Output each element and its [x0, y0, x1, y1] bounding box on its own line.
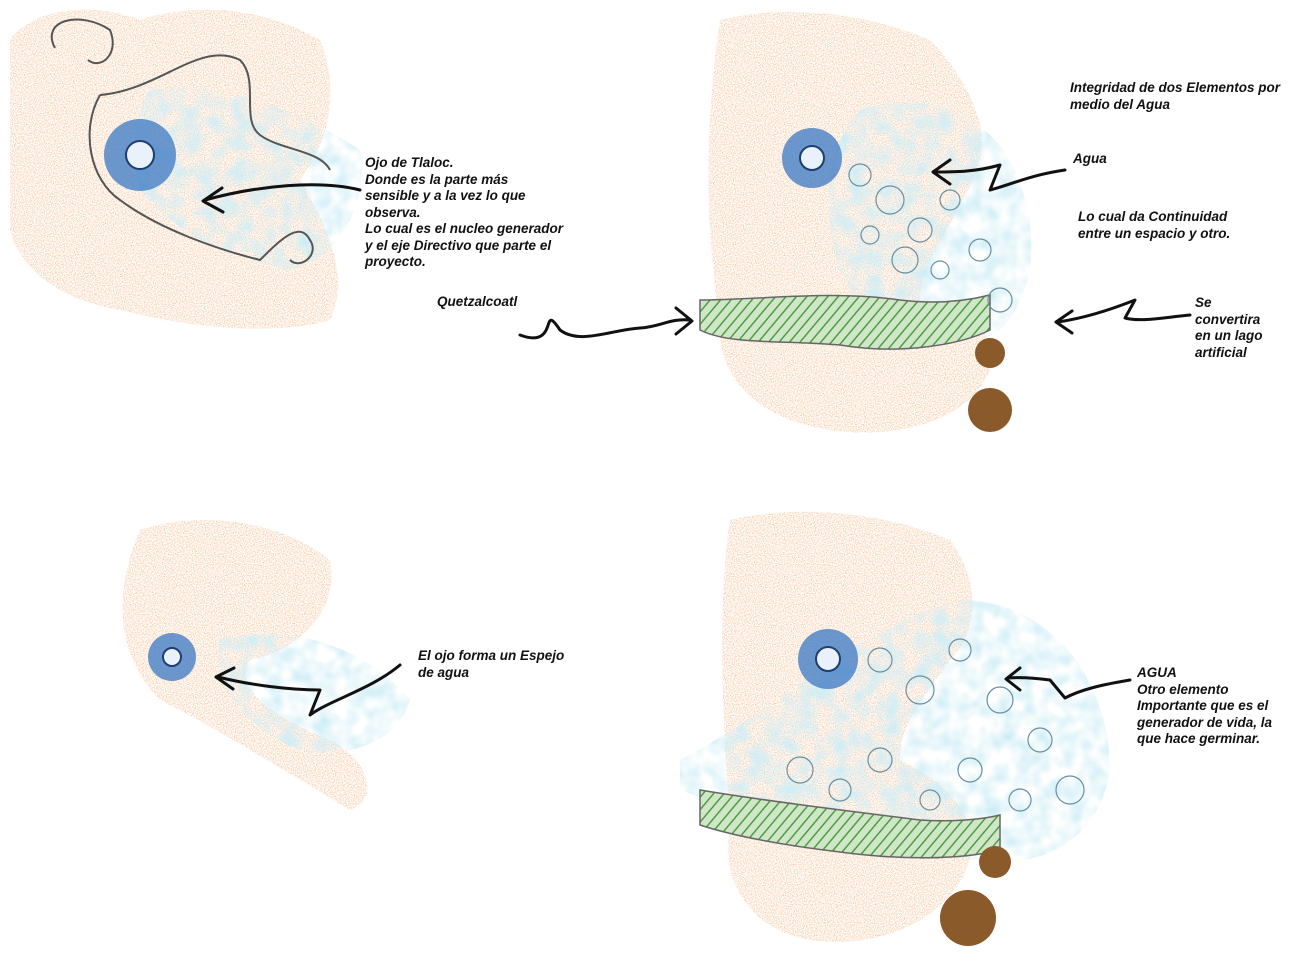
seed-icon [975, 338, 1005, 368]
annotation-line: entre un espacio y otro. [1078, 226, 1230, 243]
annotation-line: medio del Agua [1070, 97, 1280, 114]
annotation-line: convertira [1195, 312, 1263, 329]
annotation-line: AGUA [1137, 665, 1272, 682]
annotation-line: Integridad de dos Elementos por [1070, 80, 1280, 97]
annotation-line: Otro elemento [1137, 682, 1272, 699]
seed-icon [940, 890, 996, 946]
annotation-ojo-tlaloc: Ojo de Tlaloc. Donde es la parte más sen… [365, 155, 563, 271]
sketch-integridad [700, 12, 1031, 433]
annotation-line: Agua [1073, 151, 1107, 168]
annotation-line: y el eje Directivo que parte el [365, 238, 563, 255]
sketch-agua-vida [680, 512, 1110, 946]
annotation-line: de agua [418, 665, 564, 682]
annotation-line: artificial [1195, 345, 1263, 362]
annotation-line: proyecto. [365, 254, 563, 271]
annotation-agua: Agua [1073, 151, 1107, 168]
tlaloc-eye-pupil-icon [126, 141, 154, 169]
annotation-line: Lo cual da Continuidad [1078, 209, 1230, 226]
annotation-line: sensible y a la vez lo que [365, 188, 563, 205]
tlaloc-eye-pupil-icon [800, 146, 824, 170]
arrow-lago [1056, 300, 1190, 333]
annotation-line: que hace germinar. [1137, 731, 1272, 748]
annotation-line: Donde es la parte más [365, 172, 563, 189]
annotation-line: Lo cual es el nucleo generador [365, 221, 563, 238]
annotation-line: observa. [365, 205, 563, 222]
annotation-espejo: El ojo forma un Espejo de agua [418, 648, 564, 681]
annotation-line: en un lago [1195, 328, 1263, 345]
tlaloc-eye-pupil-icon [163, 648, 181, 666]
annotation-line: Se [1195, 295, 1263, 312]
sketch-espejo [123, 520, 410, 810]
seed-icon [979, 846, 1011, 878]
seed-icon [968, 388, 1012, 432]
annotation-line: Ojo de Tlaloc. [365, 155, 563, 172]
annotation-continuidad: Lo cual da Continuidad entre un espacio … [1078, 209, 1230, 242]
annotation-integridad: Integridad de dos Elementos por medio de… [1070, 80, 1280, 113]
annotation-agua-vida: AGUA Otro elemento Importante que es el … [1137, 665, 1272, 748]
annotation-line: generador de vida, la [1137, 715, 1272, 732]
annotation-quetzalcoatl: Quetzalcoatl [437, 294, 517, 311]
sketch-tlaloc-eye [10, 10, 362, 329]
annotation-lago: Se convertira en un lago artificial [1195, 295, 1263, 361]
arrow-quetzalcoatl [520, 308, 692, 338]
tlaloc-eye-pupil-icon [816, 647, 840, 671]
annotation-line: Quetzalcoatl [437, 294, 517, 311]
annotation-line: El ojo forma un Espejo [418, 648, 564, 665]
annotation-line: Importante que es el [1137, 698, 1272, 715]
